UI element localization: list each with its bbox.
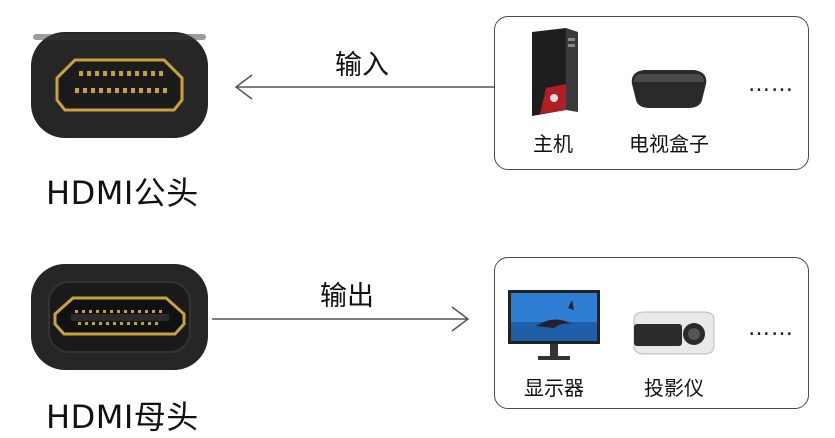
hdmi-male-title: HDMI公头 [46,174,199,212]
tv-box-icon [631,70,707,108]
desktop-tower-icon [532,28,578,116]
hdmi-male-connector-icon [31,32,208,138]
output-arrow [212,306,470,332]
monitor-icon [508,290,600,360]
device-label-tvbox: 电视盒子 [629,132,709,156]
more-devices-ellipsis: …… [748,72,794,97]
input-arrow [234,74,494,100]
device-label-host: 主机 [533,132,573,156]
projector-icon [633,311,715,355]
output-direction-label: 输出 [320,281,374,312]
more-devices-ellipsis: …… [748,316,794,341]
input-direction-label: 输入 [335,50,389,81]
device-label-projector: 投影仪 [644,376,704,400]
hdmi-female-title: HDMI母头 [46,398,199,436]
hdmi-female-connector-icon [31,264,208,370]
device-label-monitor: 显示器 [524,376,584,400]
